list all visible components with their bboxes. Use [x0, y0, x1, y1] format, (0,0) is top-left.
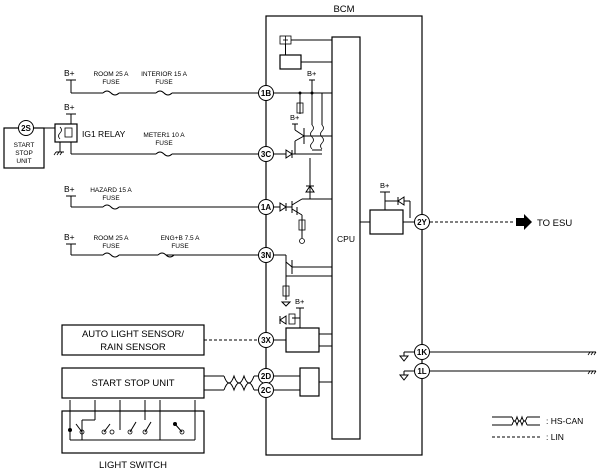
pin-3n	[258, 247, 274, 263]
light-switch-contacts	[68, 400, 196, 441]
fuse-engb-label: ENG+B 7.5 A	[161, 235, 201, 242]
b-plus-internal-1: B+	[307, 69, 317, 78]
fuse-hazard-label: HAZARD 15 A	[90, 187, 132, 194]
pin-2c-label: 2C	[261, 386, 271, 395]
bcm-title: BCM	[333, 4, 354, 15]
fuse-interior-label: INTERIOR 15 A	[141, 71, 188, 78]
lin-transceiver-internal: B+	[274, 297, 332, 353]
pin-1l-label: 1L	[417, 367, 426, 376]
fuse-meter-label: METER1 10 A	[143, 132, 185, 139]
pin-1k	[414, 344, 430, 360]
fuse-interior-sub: FUSE	[155, 79, 173, 86]
fuse-engb-sub: FUSE	[171, 243, 189, 250]
cpu-block	[331, 36, 361, 440]
b-plus-4: B+	[64, 232, 75, 242]
fuse-room-b-label: ROOM 25 A	[93, 235, 129, 242]
start-stop-unit-label: START STOP UNIT	[91, 378, 174, 389]
room-interior-circuit: B+ ROOM 25 A FUSE INTERIOR 15 A FUSE	[64, 68, 300, 96]
ig1-relay-box	[54, 123, 78, 143]
start-stop-unit-left-line2: STOP	[15, 150, 33, 157]
light-switch-box	[61, 410, 205, 454]
cpu-label: CPU	[337, 234, 355, 244]
b-plus-internal-4: B+	[380, 181, 390, 190]
pin-1l	[414, 363, 430, 379]
legend-hs-can: : HS-CAN	[546, 416, 583, 426]
pin-1b	[258, 85, 274, 101]
pin-3n-label: 3N	[261, 251, 271, 260]
arrow-icon	[516, 214, 532, 230]
light-switch-label: LIGHT SWITCH	[99, 460, 167, 471]
pin-2s	[18, 120, 34, 136]
ig1-relay-label: IG1 RELAY	[82, 129, 126, 139]
top-internal-circuit: B+ B+	[279, 35, 332, 155]
pin-1b-label: 1B	[261, 89, 271, 98]
pin-1a-label: 1A	[261, 203, 271, 212]
pin-2y-label: 2Y	[417, 218, 427, 227]
hs-can-twisted-pair	[204, 374, 258, 392]
pin-3x-label: 3X	[261, 336, 271, 345]
pin-3c	[258, 146, 274, 162]
pin-3c-label: 3C	[261, 150, 271, 159]
pin-2c	[258, 382, 274, 398]
auto-light-sensor-line1: AUTO LIGHT SENSOR/	[82, 329, 184, 340]
pin-2y	[414, 214, 430, 230]
legend: : HS-CAN : LIN	[492, 415, 583, 442]
legend-lin: : LIN	[546, 432, 564, 442]
ig1-relay-circuit: B+ IG1 RELAY METER1 10 A FUSE	[33, 102, 312, 159]
start-stop-unit-box	[61, 367, 205, 399]
b-plus-internal-2: B+	[290, 113, 300, 122]
b-plus-3: B+	[64, 184, 75, 194]
esu-circuit: B+	[360, 181, 414, 235]
pin-1a	[258, 199, 274, 215]
b-plus-2: B+	[64, 102, 75, 112]
pin-2s-label: 2S	[21, 124, 31, 133]
fuse-hazard-sub: FUSE	[102, 195, 120, 202]
room-engb-circuit: B+ ROOM 25 A FUSE ENG+B 7.5 A FUSE	[64, 232, 332, 307]
b-plus-internal-3: B+	[295, 297, 305, 306]
ground-1k	[398, 351, 597, 362]
auto-light-sensor-line2: RAIN SENSOR	[100, 342, 166, 353]
to-esu-label: TO ESU	[537, 218, 572, 229]
fuse-room-a-label: ROOM 25 A	[93, 71, 129, 78]
b-plus-1: B+	[64, 68, 75, 78]
pin-2d-label: 2D	[261, 372, 271, 381]
pin-3x	[258, 332, 274, 348]
start-stop-unit-left-line3: UNIT	[16, 158, 31, 165]
auto-light-sensor-box	[61, 324, 205, 356]
fuse-room-a-sub: FUSE	[102, 79, 120, 86]
fuse-meter-sub: FUSE	[155, 140, 173, 147]
hazard-circuit: B+ HAZARD 15 A FUSE	[64, 158, 332, 244]
can-transceiver-internal	[274, 367, 332, 397]
fuse-room-b-sub: FUSE	[102, 243, 120, 250]
ground-1l	[398, 370, 597, 381]
start-stop-unit-left-line1: START	[14, 142, 35, 149]
pin-1k-label: 1K	[417, 348, 427, 357]
